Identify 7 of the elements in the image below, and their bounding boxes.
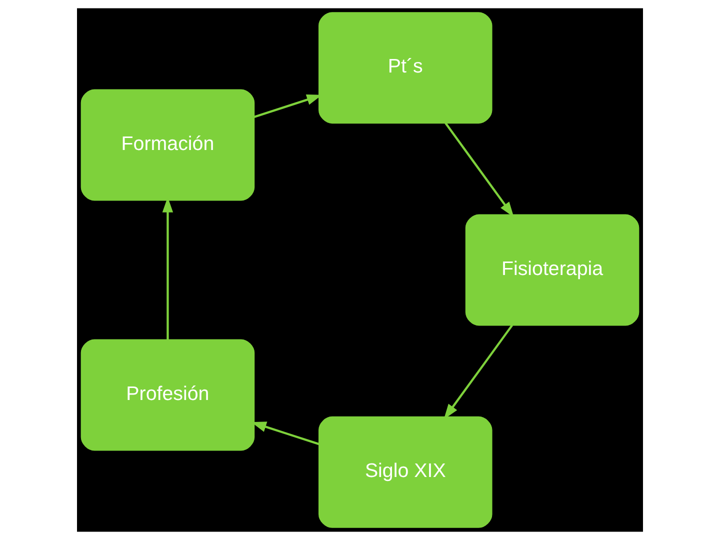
arrow — [444, 122, 514, 218]
arrow — [444, 324, 514, 420]
node-box: Fisioterapia — [465, 214, 640, 326]
node-box: Pt´s — [318, 12, 492, 124]
node-box: Formación — [80, 89, 255, 201]
node-box: Profesión — [80, 339, 255, 451]
node-box: Siglo XIX — [318, 416, 492, 528]
